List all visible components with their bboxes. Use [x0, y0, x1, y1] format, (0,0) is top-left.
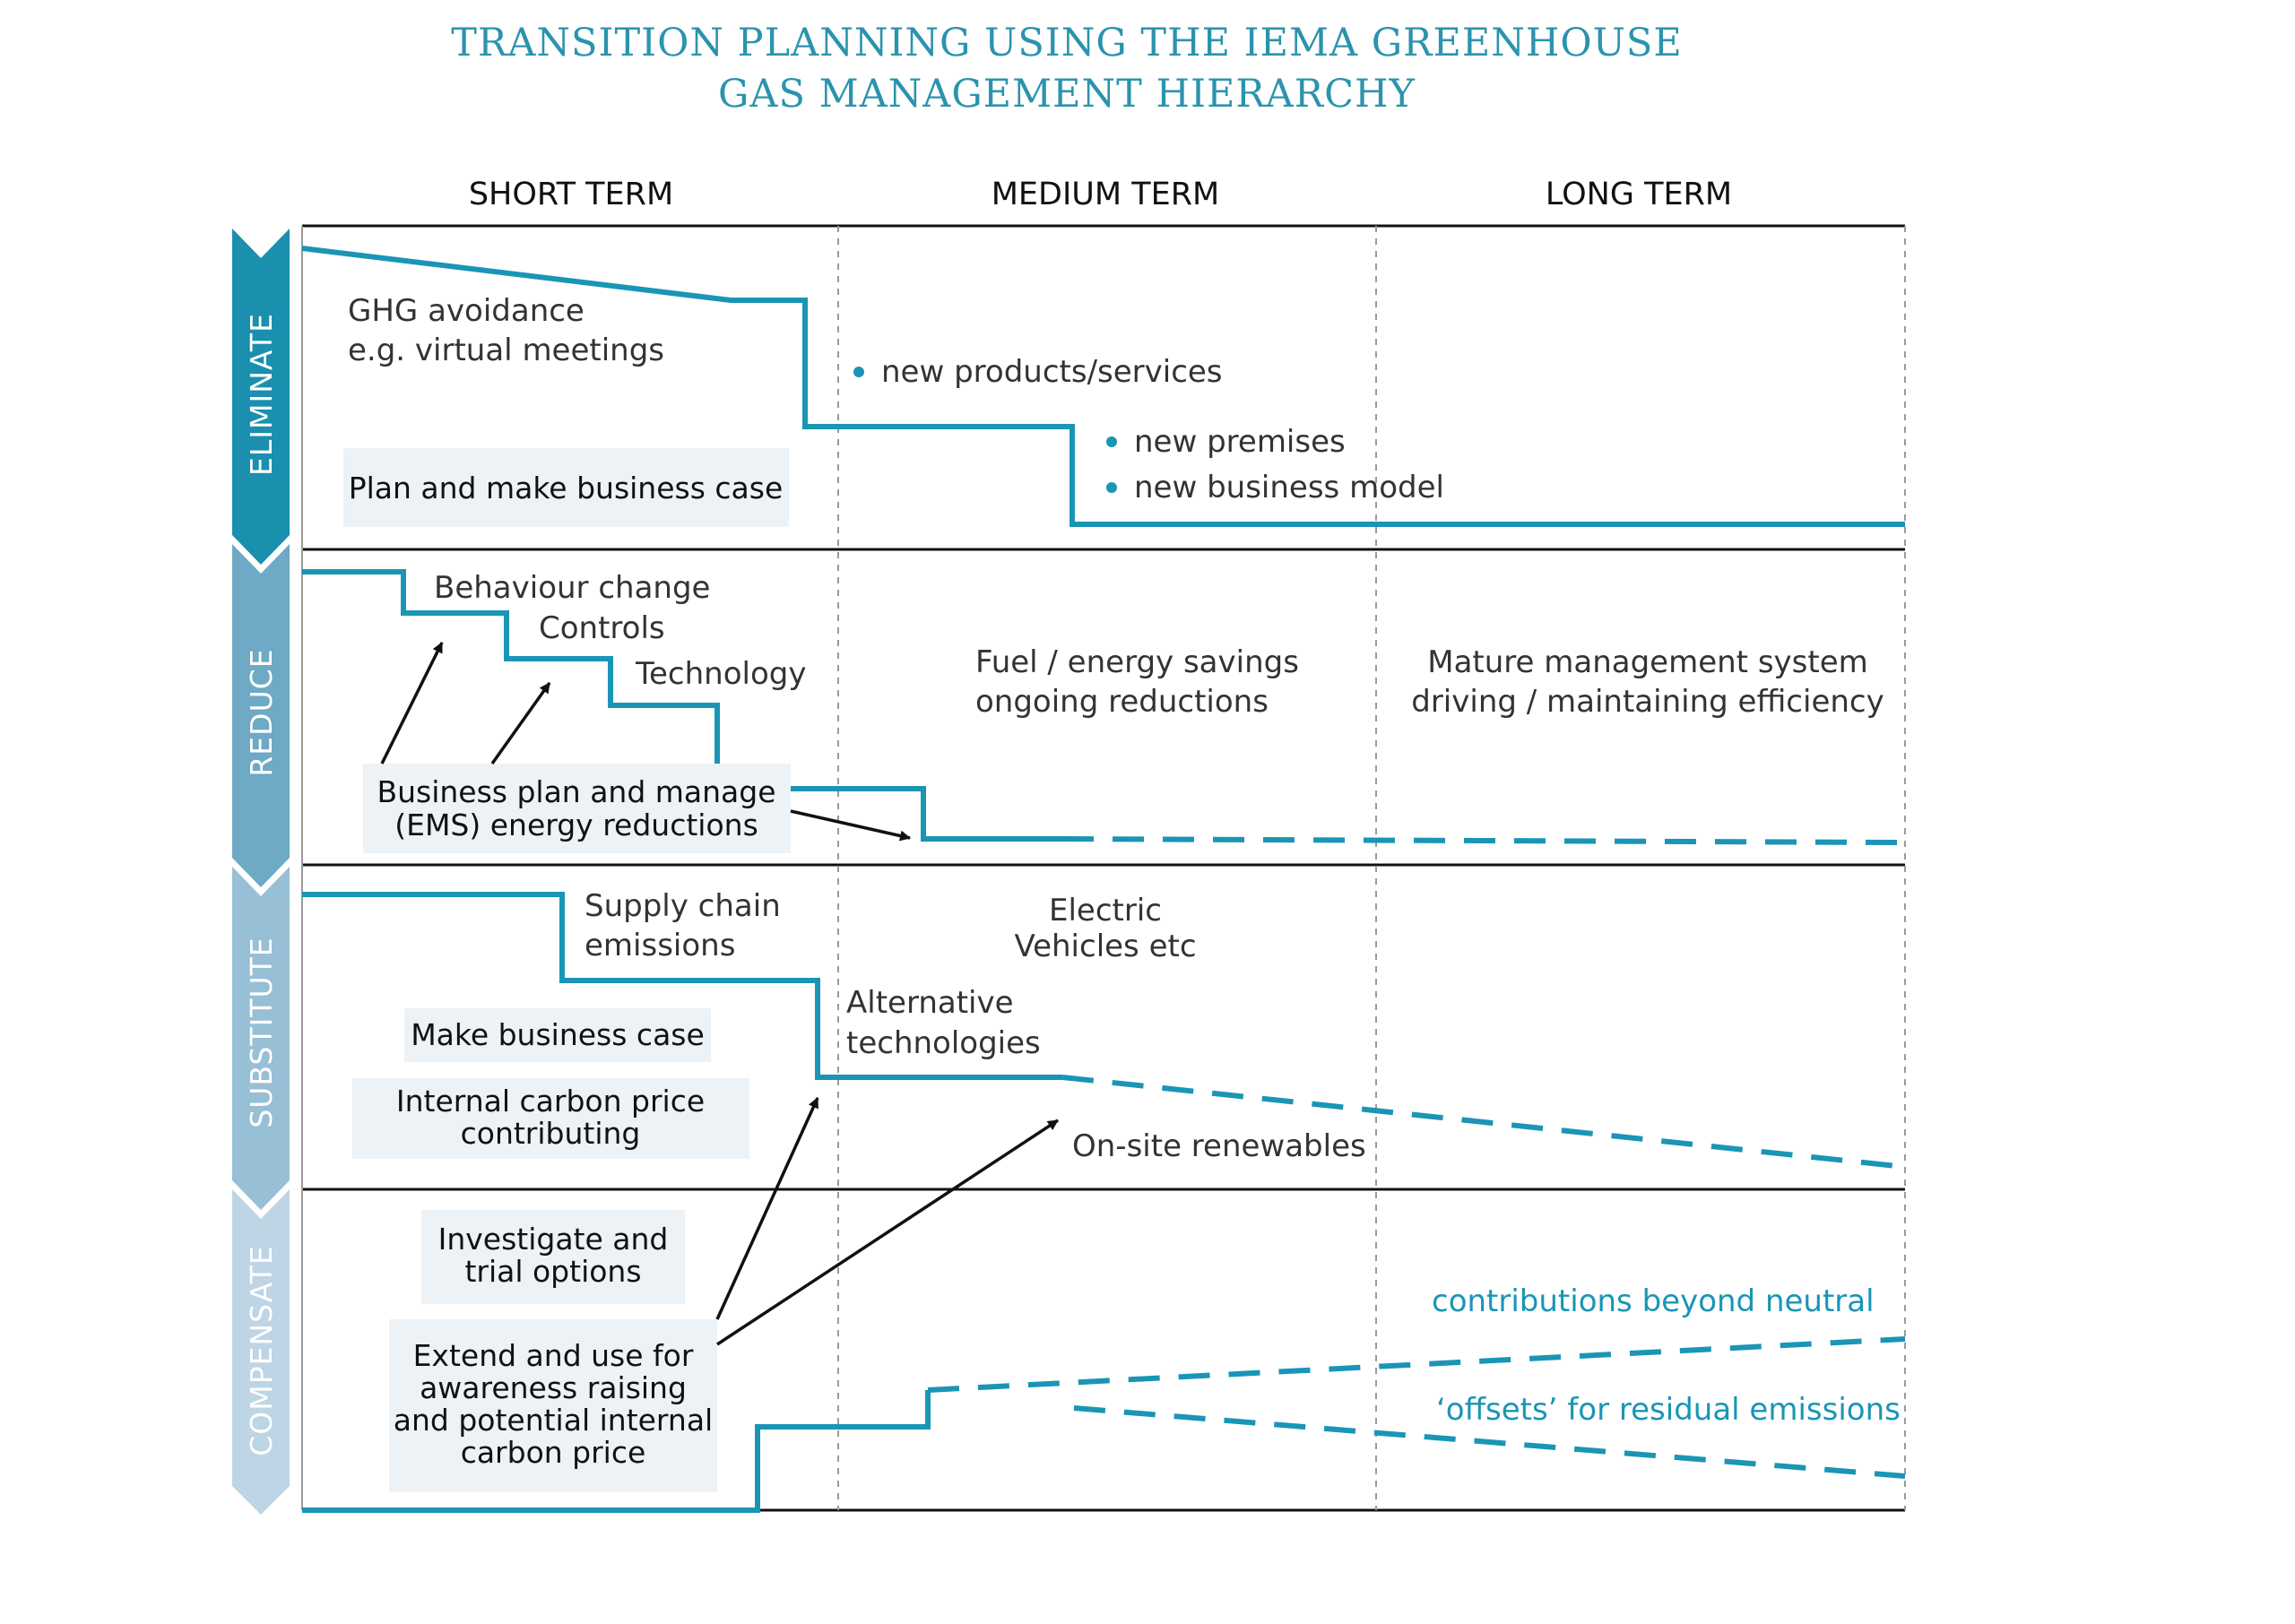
onsite-renewables-label: On-site renewables: [1072, 1128, 1366, 1164]
business-plan-ems-line2: (EMS) energy reductions: [394, 808, 758, 842]
text-box-backgrounds: [343, 448, 791, 1492]
step-technology: Technology: [635, 656, 806, 692]
eliminate-trajectory: [301, 246, 1905, 527]
stage-label-eliminate: ELIMINATE: [244, 313, 279, 476]
stage-label-substitute: SUBSTITUTE: [244, 937, 279, 1127]
stage-reduce-band: [232, 544, 290, 887]
business-plan-ems-line1: Business plan and manage: [377, 774, 775, 809]
eliminate-box-bg: [343, 448, 789, 527]
bullet-new-business-model: new business model: [1134, 470, 1444, 505]
bullet-new-premises: new premises: [1134, 424, 1346, 460]
offsets-residual-emissions-label: ‘offsets’ for residual emissions: [1436, 1392, 1901, 1428]
compensate-box2-bg: [389, 1319, 717, 1492]
reduce-box-bg: [363, 764, 791, 853]
ghg-avoidance-line1: GHG avoidance: [348, 293, 585, 329]
arrow-to-onsite-renewables: [716, 1119, 1059, 1346]
contributions-beyond-neutral-line: [927, 1336, 1906, 1393]
arrow-to-controls: [490, 681, 551, 765]
plan-business-case-label: Plan and make business case: [349, 471, 784, 505]
column-header-short-term: SHORT TERM: [469, 177, 673, 212]
extend-awareness-line4: carbon price: [461, 1435, 646, 1470]
stage-chevron-bar: ELIMINATE REDUCE SUBSTITUTE COMPENSATE: [232, 229, 290, 1515]
bullet-new-products-services: new products/services: [881, 354, 1223, 390]
bullet-dot-2: [1106, 436, 1117, 447]
stage-label-reduce: REDUCE: [244, 648, 279, 776]
internal-carbon-price-line2: contributing: [461, 1116, 641, 1151]
substitute-trajectory-dashed: [1061, 1075, 1906, 1170]
mature-management-line1: Mature management system: [1427, 644, 1868, 680]
arrows: [380, 642, 1059, 1346]
bullets: [853, 367, 1117, 493]
electric-vehicles-line1: Electric: [1049, 893, 1162, 929]
stage-compensate-band: [232, 1189, 290, 1515]
alternative-technologies-line2: technologies: [846, 1025, 1041, 1061]
step-behaviour-change: Behaviour change: [434, 570, 710, 606]
arrow-to-behaviour-change: [380, 642, 444, 764]
fuel-energy-savings-line1: Fuel / energy savings: [975, 644, 1299, 680]
make-business-case-label: Make business case: [411, 1017, 705, 1052]
ghg-avoidance-line2: e.g. virtual meetings: [348, 333, 664, 368]
offsets-residual-emissions-line: [1073, 1405, 1906, 1479]
compensate-box1-bg: [421, 1210, 685, 1304]
trajectory-lines: [301, 246, 1906, 1513]
extend-awareness-line2: awareness raising: [420, 1370, 687, 1405]
column-header-medium-term: MEDIUM TERM: [992, 177, 1220, 212]
contributions-beyond-neutral-label: contributions beyond neutral: [1432, 1283, 1875, 1319]
stage-substitute-band: [232, 867, 290, 1210]
title-line-2: GAS MANAGEMENT HIERARCHY: [718, 72, 1416, 117]
supply-chain-line1: Supply chain: [585, 888, 781, 924]
substitute-box1-bg: [404, 1008, 711, 1062]
arrow-to-reduce-line: [790, 809, 911, 842]
stage-label-compensate: COMPENSATE: [244, 1245, 279, 1456]
column-header-long-term: LONG TERM: [1546, 177, 1732, 212]
alternative-technologies-line1: Alternative: [846, 985, 1014, 1021]
bullet-dot-1: [853, 367, 864, 377]
reduce-trajectory: [302, 569, 1062, 842]
fuel-energy-savings-line2: ongoing reductions: [975, 684, 1269, 720]
investigate-trial-line1: Investigate and: [438, 1222, 669, 1257]
step-controls: Controls: [539, 610, 665, 646]
extend-awareness-line1: Extend and use for: [413, 1338, 694, 1373]
compensate-trajectory: [302, 1390, 931, 1513]
title-line-1: TRANSITION PLANNING USING THE IEMA GREEN…: [451, 21, 1683, 65]
supply-chain-line2: emissions: [585, 928, 735, 963]
investigate-trial-line2: trial options: [464, 1254, 641, 1289]
bullet-dot-3: [1106, 482, 1117, 493]
reduce-trajectory-dashed: [1061, 836, 1906, 845]
arrow-to-alternative-technologies: [715, 1097, 819, 1320]
electric-vehicles-line2: Vehicles etc: [1014, 929, 1196, 964]
stage-eliminate-band: [232, 229, 290, 565]
extend-awareness-line3: and potential internal: [394, 1403, 713, 1438]
grid: [301, 224, 1906, 1512]
substitute-box2-bg: [352, 1078, 749, 1159]
substitute-trajectory: [302, 892, 1062, 1080]
internal-carbon-price-line1: Internal carbon price: [396, 1084, 705, 1119]
diagram-title: TRANSITION PLANNING USING THE IEMA GREEN…: [0, 18, 2134, 120]
mature-management-line2: driving / maintaining efficiency: [1411, 684, 1884, 720]
